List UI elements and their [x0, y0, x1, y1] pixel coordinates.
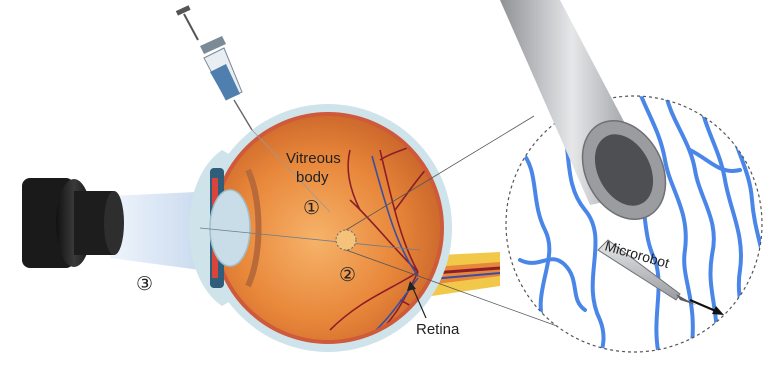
vitreous-body-label-line2: body: [296, 169, 329, 186]
vitreous-body-label-line1: Vitreous: [286, 150, 341, 167]
zoom-inset: [500, 0, 766, 366]
retina-label: Retina: [416, 321, 460, 338]
step-1-marker: ①: [303, 198, 320, 219]
camera-eyepiece-icon: [22, 178, 124, 268]
lens: [210, 190, 250, 266]
eye-cross-section: [189, 104, 500, 352]
target-region-marker: [336, 230, 356, 250]
step-3-marker: ③: [136, 274, 153, 295]
step-2-marker: ②: [339, 265, 356, 286]
